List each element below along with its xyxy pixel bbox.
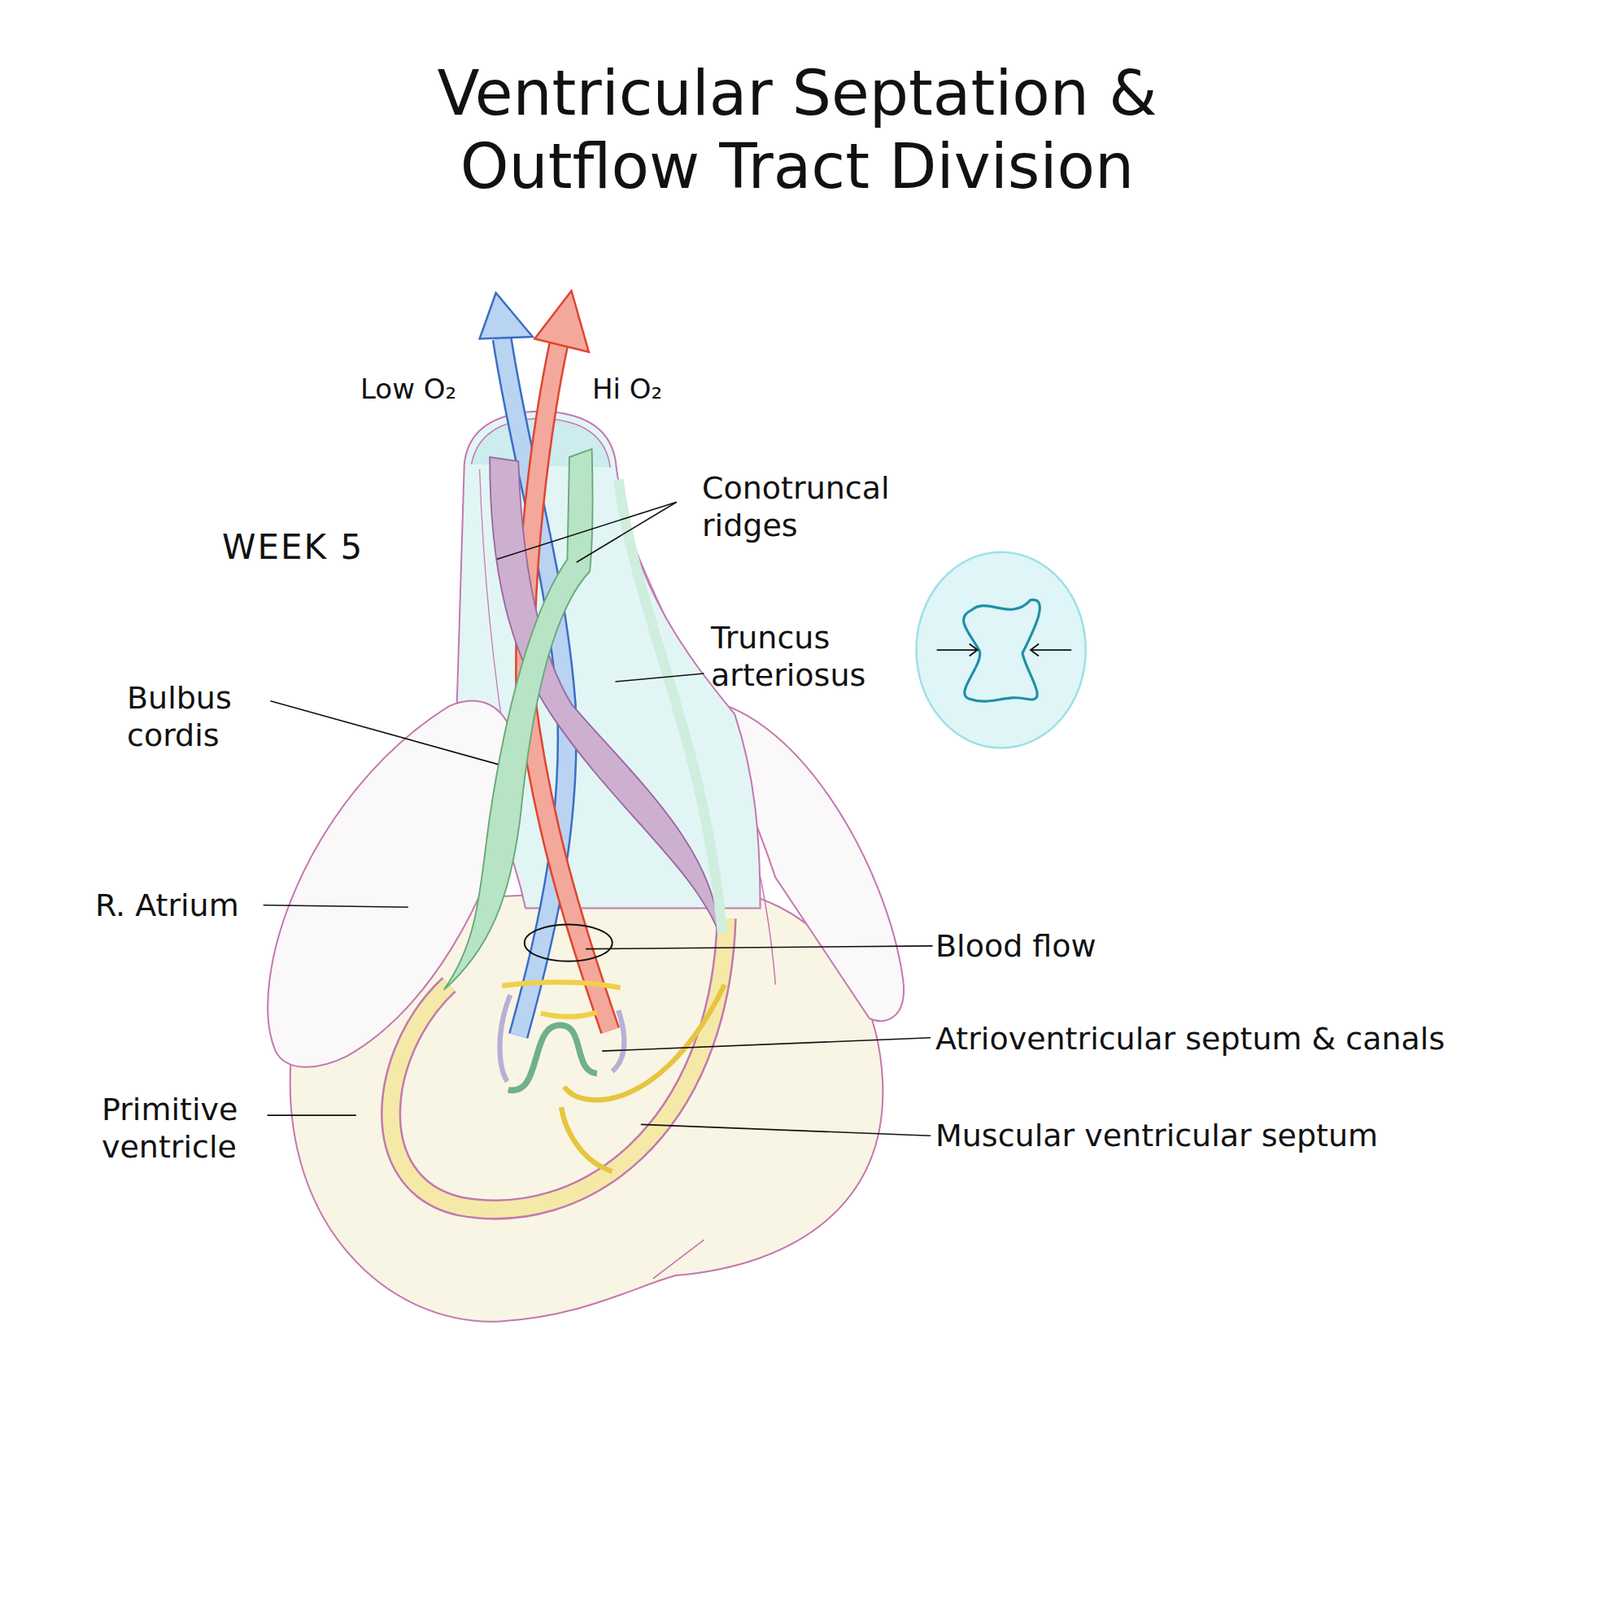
diagram-title: Ventricular Septation & Outflow Tract Di… <box>341 56 1253 204</box>
part-label: Atrioventricular septum & canals <box>935 1020 1445 1058</box>
part-label: Hi O₂ <box>592 372 663 406</box>
av-canal-right <box>612 1010 625 1072</box>
av-cushion-mid <box>540 1011 598 1016</box>
av-septum-green <box>508 1024 598 1090</box>
leader-line <box>640 1124 931 1136</box>
ventricle-fold <box>653 1239 705 1279</box>
leader-line <box>497 501 677 559</box>
leader-line <box>614 673 704 682</box>
inset-circle <box>916 552 1086 749</box>
part-label: Blood flow <box>935 927 1097 965</box>
green-ridge <box>444 449 593 990</box>
leader-lines <box>263 501 933 1136</box>
part-label: Low O₂ <box>360 372 457 406</box>
part-label: WEEK 5 <box>222 527 364 568</box>
green-ridge-strip <box>618 479 723 934</box>
av-canal-left <box>500 994 511 1082</box>
part-label: Bulbus cordis <box>126 679 266 755</box>
leader-line <box>270 701 498 765</box>
inset-arrow <box>937 644 978 657</box>
high-oxygen-arrowhead <box>534 291 589 353</box>
av-cushion-top <box>501 981 621 988</box>
ventricle-loop <box>391 918 728 1210</box>
low-oxygen-arrowhead <box>479 292 533 339</box>
part-label: Primitive ventricle <box>101 1090 297 1166</box>
leader-line <box>585 946 933 950</box>
part-label: Truncus arteriosus <box>710 619 939 694</box>
leader-line <box>263 905 409 908</box>
blood-flow-ring <box>524 924 613 962</box>
leader-line <box>267 1114 357 1117</box>
leader-line <box>576 501 677 563</box>
right-atrium-shape <box>267 701 517 1068</box>
part-label: R. Atrium <box>95 886 240 925</box>
part-label: Muscular ventricular septum <box>935 1116 1378 1155</box>
part-label: Conotruncal ridges <box>701 469 947 545</box>
muscular-septum-curve <box>561 1107 613 1172</box>
leader-line <box>601 1037 931 1051</box>
ventricle-loop-fill <box>391 918 728 1210</box>
inset-arrow <box>1030 644 1072 657</box>
muscular-septum-curve <box>564 985 725 1101</box>
